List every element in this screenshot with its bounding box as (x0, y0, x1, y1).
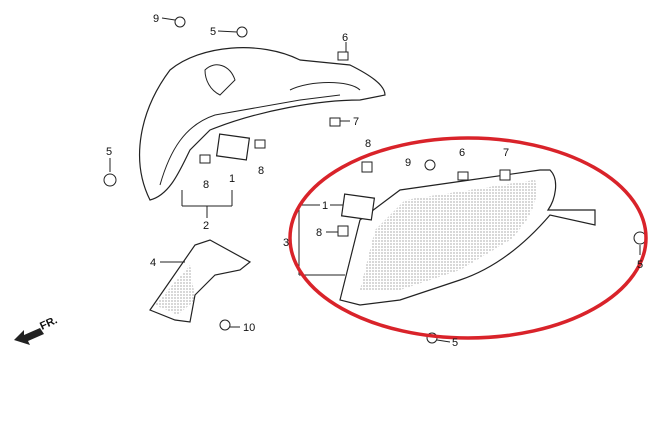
callout-8: 8 (316, 227, 322, 239)
upper-rear-cover (139, 47, 386, 201)
callout-10: 10 (243, 322, 255, 334)
lower-side-cover (339, 169, 596, 306)
front-label: FR. (38, 314, 59, 332)
callout-7: 7 (503, 147, 509, 159)
callout-2: 2 (203, 220, 209, 232)
callout-5: 5 (210, 26, 216, 38)
callout-5: 5 (106, 146, 112, 158)
callout-6: 6 (342, 32, 348, 44)
callout-5: 5 (637, 259, 643, 271)
callout-8: 8 (365, 138, 371, 150)
callout-8: 8 (258, 165, 264, 177)
callout-1: 1 (229, 173, 235, 185)
callout-9: 9 (405, 157, 411, 169)
callout-4: 4 (150, 257, 156, 269)
part-1-upper (215, 133, 251, 161)
highlight-ellipse (288, 136, 648, 340)
callout-1: 1 (322, 200, 328, 212)
callout-3: 3 (283, 237, 289, 249)
leader-lines (109, 17, 641, 343)
callout-8: 8 (203, 179, 209, 191)
callout-9: 9 (153, 13, 159, 25)
callout-7: 7 (353, 116, 359, 128)
callout-5: 5 (452, 337, 458, 349)
inner-cover-part-4 (149, 239, 252, 323)
front-direction-arrow: FR. (14, 314, 59, 345)
callout-6: 6 (459, 147, 465, 159)
